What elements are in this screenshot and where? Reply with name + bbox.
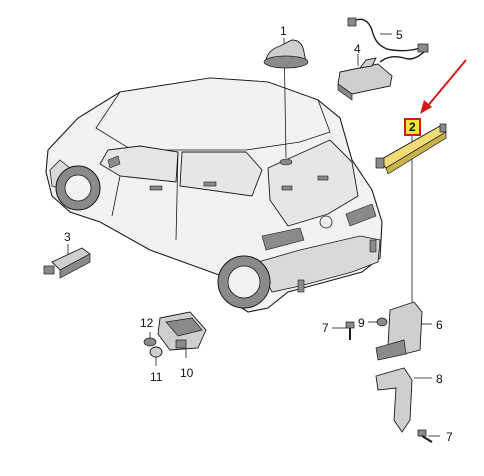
part-3-sensor	[43, 247, 91, 279]
callout-5: 5	[396, 28, 403, 42]
car-side-window-front	[99, 145, 179, 183]
callout-6: 6	[436, 318, 443, 332]
car-door-handle-rear	[203, 181, 217, 187]
pointer-arrow	[420, 59, 467, 114]
car-door-handle-front	[149, 185, 163, 191]
car-rear-logo	[319, 215, 333, 229]
callout-7a: 7	[322, 321, 329, 335]
callout-8: 8	[436, 372, 443, 386]
part-1-roof-antenna	[263, 39, 309, 69]
car-side-window-rear	[179, 151, 263, 197]
callout-4: 4	[354, 42, 361, 56]
part-2-antenna-bar	[375, 123, 447, 175]
callout-1: 1	[280, 24, 287, 38]
car-tail-light-left	[261, 227, 305, 251]
car-rear-bumper	[257, 235, 381, 293]
car-rear-rim	[227, 265, 261, 299]
car-front-rim	[64, 174, 92, 202]
part-7a-bolt	[345, 321, 355, 340]
part-8-bracket	[375, 367, 413, 433]
callout-3: 3	[64, 230, 71, 244]
part-7b-bolt	[417, 429, 433, 443]
car-side-mirror	[107, 155, 121, 169]
callout-9: 9	[358, 316, 365, 330]
car-sensor-right	[369, 239, 377, 253]
part-5-cable-harness	[347, 17, 429, 63]
car-sensor-left	[297, 279, 305, 293]
callout-7b: 7	[446, 430, 453, 444]
callout-12: 12	[140, 316, 154, 330]
car-door-line	[111, 151, 179, 241]
car-illustration	[45, 77, 383, 313]
callout-10: 10	[180, 366, 194, 380]
part-10-module	[157, 311, 207, 351]
car-rear-mark-1	[281, 185, 293, 191]
car-rear-mark-2	[317, 175, 329, 181]
car-tail-light-right	[345, 203, 377, 227]
callout-2: 2	[404, 118, 421, 136]
part-4-control-unit	[337, 57, 393, 101]
callout-11: 11	[150, 370, 163, 384]
car-antenna-mount	[279, 158, 293, 166]
part-11-grommet	[149, 346, 163, 358]
car-roof	[95, 77, 331, 151]
part-12-nut	[143, 337, 157, 347]
part-6-mounting-block	[375, 301, 423, 361]
part-9-nut	[376, 317, 388, 327]
